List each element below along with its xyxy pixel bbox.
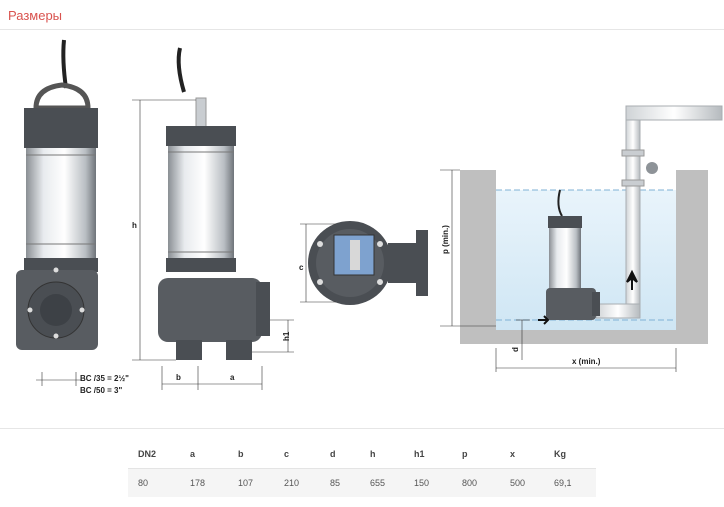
table-cell: 150 <box>404 468 452 497</box>
header-divider <box>0 29 724 30</box>
table-cell: 500 <box>500 468 544 497</box>
table-header: d <box>330 449 336 459</box>
table-cell: 655 <box>360 468 404 497</box>
table-header: a <box>190 449 196 459</box>
table-header: x <box>510 449 516 459</box>
table-row: 80 178 107 210 85 655 150 800 500 69,1 <box>128 468 596 497</box>
dimension-b: b <box>161 366 199 390</box>
h1-label: h1 <box>282 331 291 341</box>
bc35-label: BC /35 = 2½" <box>80 374 129 383</box>
a-label: a <box>230 373 235 382</box>
p-label: p (min.) <box>441 225 450 254</box>
table-cell: 210 <box>274 468 320 497</box>
pump-top-view <box>308 221 428 305</box>
pump-side-view <box>158 47 270 360</box>
table-cell: 80 <box>128 468 180 497</box>
d-label: d <box>511 347 520 352</box>
dimension-x: x (min.) <box>495 348 677 372</box>
dimensions-table: DN2 a b c d h h1 p x Kg 80 178 107 210 8… <box>128 440 596 497</box>
dimension-p: p (min.) <box>440 169 496 327</box>
x-label: x (min.) <box>572 357 601 366</box>
dimension-bc: BC /35 = 2½" BC /50 = 3" <box>36 372 129 395</box>
dimension-h: h <box>132 99 196 361</box>
bc50-label: BC /50 = 3" <box>80 386 122 395</box>
b-label: b <box>176 373 181 382</box>
table-header-row: DN2 a b c d h h1 p x Kg <box>128 440 596 469</box>
table-cell: 85 <box>320 468 360 497</box>
discharge-pipe <box>595 105 723 319</box>
h-label: h <box>132 221 137 230</box>
table-divider <box>0 428 724 429</box>
pump-front-view <box>16 39 98 350</box>
section-title: Размеры <box>8 8 63 23</box>
table-header: DN2 <box>138 449 157 459</box>
dimension-d: d <box>511 319 530 360</box>
table-header: p <box>462 449 468 459</box>
pit-pump <box>546 189 600 320</box>
table-header: h1 <box>414 449 425 459</box>
flow-arrows <box>538 269 638 325</box>
table-cell: 107 <box>228 468 274 497</box>
table-header: Kg <box>554 449 566 459</box>
table-cell: 800 <box>452 468 500 497</box>
table-header: c <box>284 449 290 459</box>
table-header: b <box>238 449 244 459</box>
c-label: c <box>299 263 304 272</box>
dimension-h1: h1 <box>252 319 294 353</box>
pump-dimension-drawing: BC /35 = 2½" BC /50 = 3" h b a h1 <box>16 39 723 395</box>
table-cell: 178 <box>180 468 228 497</box>
table-cell: 69,1 <box>544 468 596 497</box>
dimension-a: a <box>198 366 263 390</box>
dimension-c: c <box>299 223 336 303</box>
table-header: h <box>370 449 376 459</box>
